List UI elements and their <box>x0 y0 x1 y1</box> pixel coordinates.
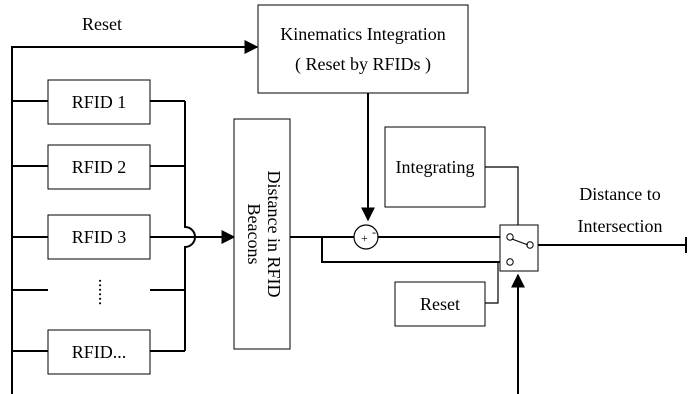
switch-contact-bottom <box>506 258 514 266</box>
integrating-control-line <box>485 166 519 237</box>
switch-contact-top <box>506 233 514 241</box>
reset-box <box>394 281 486 327</box>
rfid-box-2-label: RFID 2 <box>72 157 127 177</box>
kinematics-line2: ( Reset by RFIDs ) <box>295 54 431 75</box>
rfid-box-1: RFID 1 <box>47 79 151 125</box>
beacons-text: Distance in RFID Beacons <box>244 171 284 298</box>
beacons-bypass-line <box>321 237 500 263</box>
integrating-label: Integrating <box>396 157 475 177</box>
sum-plus-sign: + <box>361 231 368 245</box>
reset-line <box>11 40 259 394</box>
sum-minus-sign: - <box>372 225 376 239</box>
kinematics-line1: Kinematics Integration <box>280 24 445 44</box>
rfid-box-n-label: RFID... <box>72 342 127 362</box>
reset-control-line <box>485 262 499 304</box>
rfid-box-3: RFID 3 <box>47 214 151 260</box>
rfid-ellipsis: ...... <box>95 279 115 306</box>
rfid-box-n: RFID... <box>47 329 151 375</box>
output-label-line2: Intersection <box>578 216 663 236</box>
beacons-line2: Beacons <box>244 204 264 265</box>
switch-box <box>499 224 539 272</box>
switch-blade <box>511 238 529 246</box>
rfid-collector-bus <box>184 101 196 351</box>
beacons-line1: Distance in RFID <box>264 171 284 298</box>
integrating-box <box>384 126 486 208</box>
reset-top-label: Reset <box>82 14 122 34</box>
rfid-right-wires <box>150 100 185 352</box>
beacons-box <box>233 118 291 350</box>
rfid-box-2: RFID 2 <box>47 144 151 190</box>
rfid-box-1-label: RFID 1 <box>72 92 127 112</box>
output-label-line1: Distance to <box>579 184 660 204</box>
rfid-box-3-label: RFID 3 <box>72 227 127 247</box>
kinematics-box <box>257 4 469 94</box>
rfid-left-wires <box>12 100 48 352</box>
reset-box-label: Reset <box>420 294 460 314</box>
